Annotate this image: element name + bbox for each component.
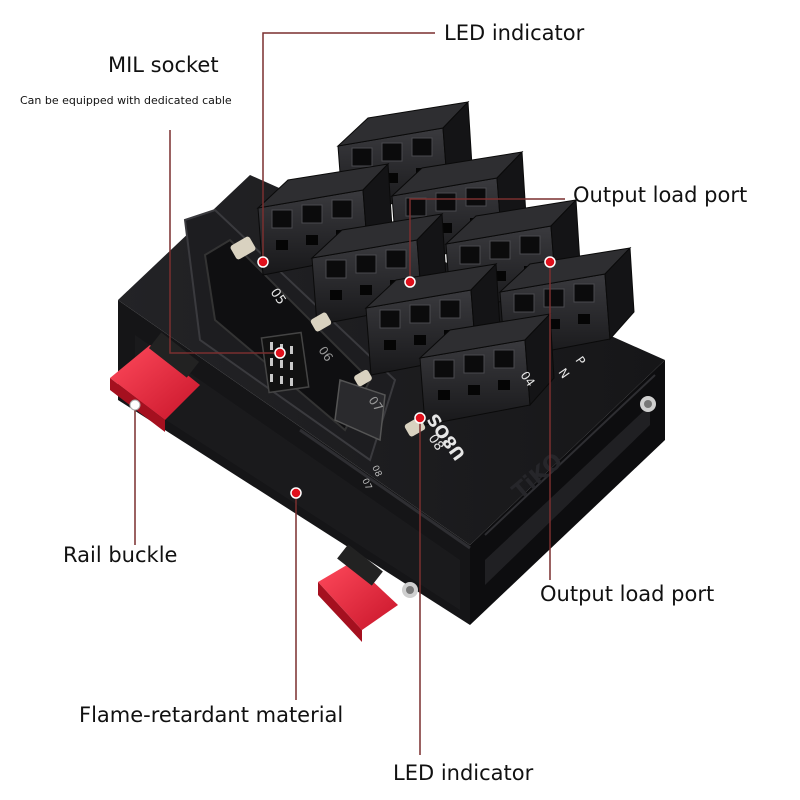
terminal-wire-hole: [468, 385, 480, 395]
callout-dot-led-top: [257, 256, 269, 268]
terminal-screw-hole: [519, 235, 541, 255]
callout-line-mil-socket: [169, 130, 280, 354]
terminal-wire-hole: [414, 335, 426, 345]
terminal-screw-hole: [433, 359, 455, 379]
terminal-wire-hole: [440, 223, 452, 233]
terminal-screw-hole: [573, 283, 595, 303]
terminal-wire-hole: [360, 285, 372, 295]
callout-dot-flame: [290, 487, 302, 499]
terminal-screw-hole: [331, 199, 353, 219]
terminal-wire-hole: [276, 240, 288, 250]
label-output-load-port-upper: Output load port: [573, 183, 748, 207]
terminal-screw-hole: [489, 240, 511, 260]
terminal-screw-hole: [435, 192, 457, 212]
terminal-wire-hole: [386, 173, 398, 183]
terminal-screw-hole: [513, 293, 535, 313]
terminal-wire-hole: [494, 271, 506, 281]
terminal-block: [418, 312, 555, 426]
terminal-screw-hole: [325, 259, 347, 279]
rail-buckle-right: [318, 544, 398, 642]
terminal-screw-hole: [543, 288, 565, 308]
socket-pin-label-a: 07: [359, 477, 373, 492]
terminal-wire-hole: [548, 319, 560, 329]
terminal-screw-hole: [463, 354, 485, 374]
terminal-screw-hole: [405, 197, 427, 217]
terminal-wire-hole: [306, 235, 318, 245]
terminal-screw-hole: [301, 204, 323, 224]
terminal-wire-hole: [330, 290, 342, 300]
label-flame-retardant-material: Flame-retardant material: [79, 703, 344, 727]
terminal-wire-hole: [498, 380, 510, 390]
terminal-screw-hole: [465, 187, 487, 207]
terminal-screw-hole: [409, 304, 431, 324]
callout-dot-output-upper: [404, 276, 416, 288]
terminal-screw-hole: [379, 309, 401, 329]
label-led-indicator-top: LED indicator: [444, 21, 585, 45]
label-rail-buckle: Rail buckle: [63, 543, 178, 567]
terminal-screw-hole: [411, 137, 433, 157]
callout-dot-rail-buckle: [129, 399, 141, 411]
label-led-indicator-bottom: LED indicator: [393, 761, 534, 785]
terminal-screw-hole: [439, 299, 461, 319]
terminal-screw-hole: [459, 245, 481, 265]
callout-dot-output-lower: [544, 256, 556, 268]
mil-socket: 07 08: [183, 208, 397, 492]
callout-dot-mil-socket: [274, 347, 286, 359]
terminal-screw-hole: [351, 147, 373, 167]
terminal-screw-hole: [271, 209, 293, 229]
label-mil-socket-note: Can be equipped with dedicated cable: [20, 94, 232, 107]
terminal-wire-hole: [438, 390, 450, 400]
callout-line-led-top: [262, 32, 435, 262]
terminal-screw-hole: [493, 349, 515, 369]
terminal-screw-hole: [355, 254, 377, 274]
callout-line-output-upper: [409, 198, 565, 282]
label-output-load-port-lower: Output load port: [540, 582, 715, 606]
socket-pin-label-b: 08: [369, 464, 383, 479]
terminal-screw-hole: [381, 142, 403, 162]
terminal-wire-hole: [384, 340, 396, 350]
callout-dot-led-bottom: [414, 412, 426, 424]
terminal-screw-hole: [385, 249, 407, 269]
terminal-wire-hole: [578, 314, 590, 324]
label-mil-socket: MIL socket: [108, 53, 219, 77]
